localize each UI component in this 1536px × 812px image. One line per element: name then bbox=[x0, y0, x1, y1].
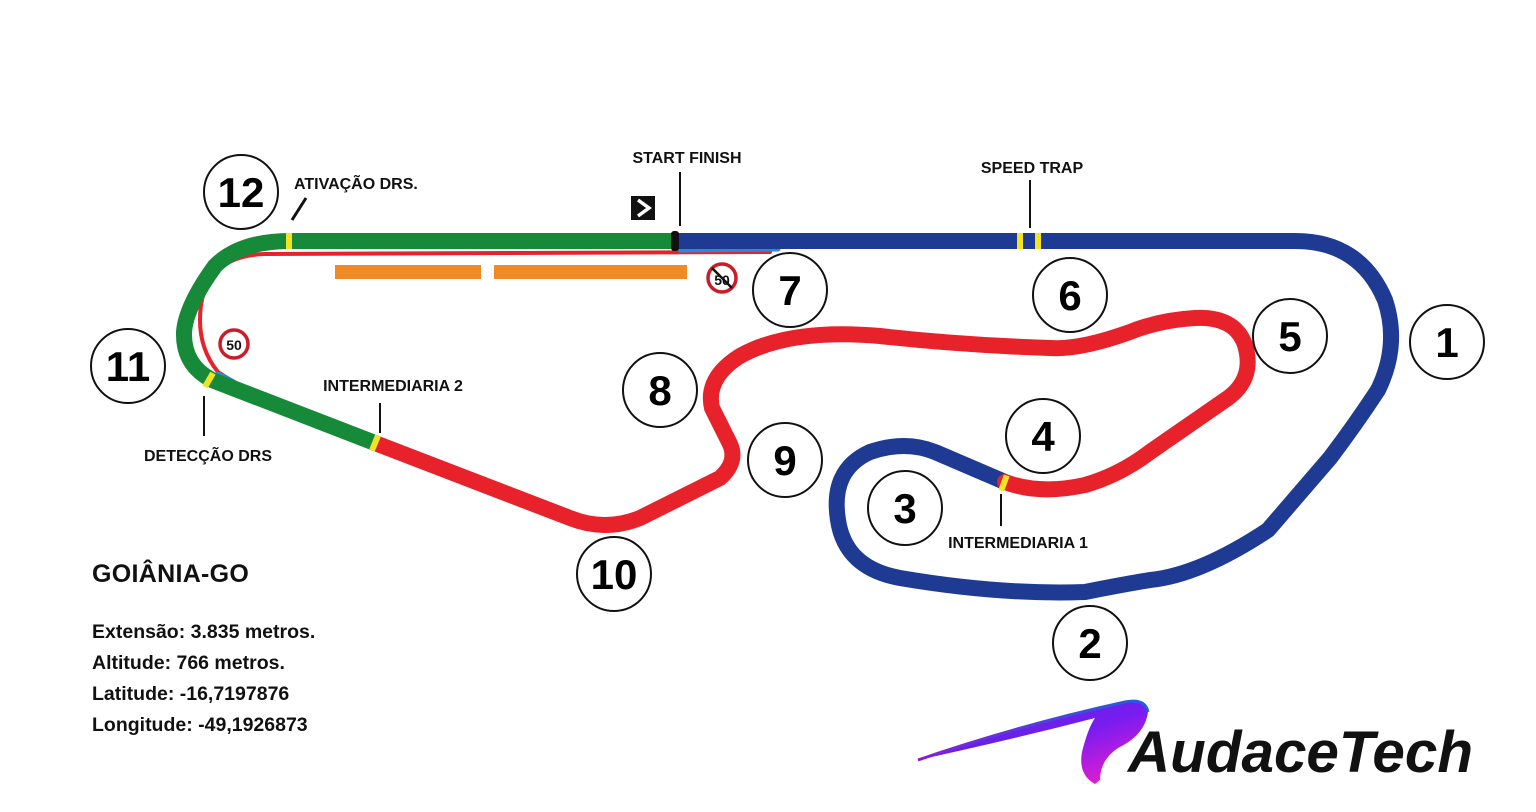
speed-limit-sign-pit-exit: 50 bbox=[218, 328, 250, 360]
logo-swoosh-icon bbox=[918, 701, 1148, 784]
svg-text:8: 8 bbox=[648, 367, 671, 414]
svg-text:3: 3 bbox=[893, 485, 916, 532]
logo-text: AudaceTech bbox=[1126, 720, 1473, 785]
drs-activation-marker bbox=[286, 233, 292, 249]
length-text: Extensão: 3.835 metros. bbox=[92, 621, 316, 643]
latitude-text: Latitude: -16,7197876 bbox=[92, 683, 290, 705]
intermediate-1-marker bbox=[998, 474, 1010, 492]
svg-text:9: 9 bbox=[773, 437, 796, 484]
intermediate-2-label: INTERMEDIARIA 2 bbox=[323, 378, 463, 395]
pit-box-1 bbox=[335, 265, 481, 279]
turn-5: 5 bbox=[1252, 298, 1328, 374]
turn-4: 4 bbox=[1005, 398, 1081, 474]
svg-text:6: 6 bbox=[1058, 272, 1081, 319]
turn-9: 9 bbox=[747, 422, 823, 498]
drs-activation-pointer bbox=[290, 197, 308, 221]
pit-box-2 bbox=[494, 265, 687, 279]
svg-text:7: 7 bbox=[778, 267, 801, 314]
altitude-text: Altitude: 766 metros. bbox=[92, 652, 285, 674]
turn-7: 7 bbox=[752, 252, 828, 328]
turn-8: 8 bbox=[622, 352, 698, 428]
city-title: GOIÂNIA-GO bbox=[92, 560, 250, 588]
start-finish-label: START FINISH bbox=[632, 150, 741, 167]
turn-6: 6 bbox=[1032, 257, 1108, 333]
speed-limit-value: 50 bbox=[714, 272, 730, 288]
turn-12: 12 bbox=[203, 154, 279, 230]
drs-detection-label: DETECÇÃO DRS bbox=[144, 445, 272, 465]
speed-limit-value: 50 bbox=[226, 337, 242, 353]
turn-10: 10 bbox=[576, 536, 652, 612]
track-sector-1 bbox=[676, 233, 1400, 601]
svg-text:4: 4 bbox=[1031, 413, 1055, 460]
drs-activation-label: ATIVAÇÃO DRS. bbox=[294, 173, 418, 193]
turn-2: 2 bbox=[1052, 605, 1128, 681]
speed-trap-marker-1 bbox=[1017, 233, 1023, 249]
turn-11: 11 bbox=[90, 328, 166, 404]
svg-text:10: 10 bbox=[591, 551, 638, 598]
pit-entry bbox=[677, 246, 781, 253]
track-sector-2 bbox=[367, 309, 1256, 533]
intermediate-1-label: INTERMEDIARIA 1 bbox=[948, 535, 1088, 552]
turn-1: 1 bbox=[1409, 304, 1485, 380]
speed-trap-marker-2 bbox=[1035, 233, 1041, 249]
longitude-text: Longitude: -49,1926873 bbox=[92, 714, 308, 736]
svg-text:5: 5 bbox=[1278, 313, 1301, 360]
svg-text:12: 12 bbox=[218, 169, 265, 216]
svg-text:2: 2 bbox=[1078, 620, 1101, 667]
svg-text:1: 1 bbox=[1435, 319, 1458, 366]
svg-text:11: 11 bbox=[106, 343, 150, 390]
audacetech-logo: AudaceTech bbox=[917, 699, 1473, 785]
circuit-info: GOIÂNIA-GO Extensão: 3.835 metros. Altit… bbox=[92, 560, 315, 741]
intermediate-2-marker bbox=[369, 434, 381, 452]
track-sector-3 bbox=[176, 233, 676, 451]
speed-limit-sign-pit-entry: 50 bbox=[706, 262, 738, 294]
turn-3: 3 bbox=[867, 470, 943, 546]
drs-detection-marker bbox=[202, 371, 216, 389]
start-finish-line bbox=[671, 231, 679, 251]
speed-trap-label: SPEED TRAP bbox=[981, 160, 1084, 177]
